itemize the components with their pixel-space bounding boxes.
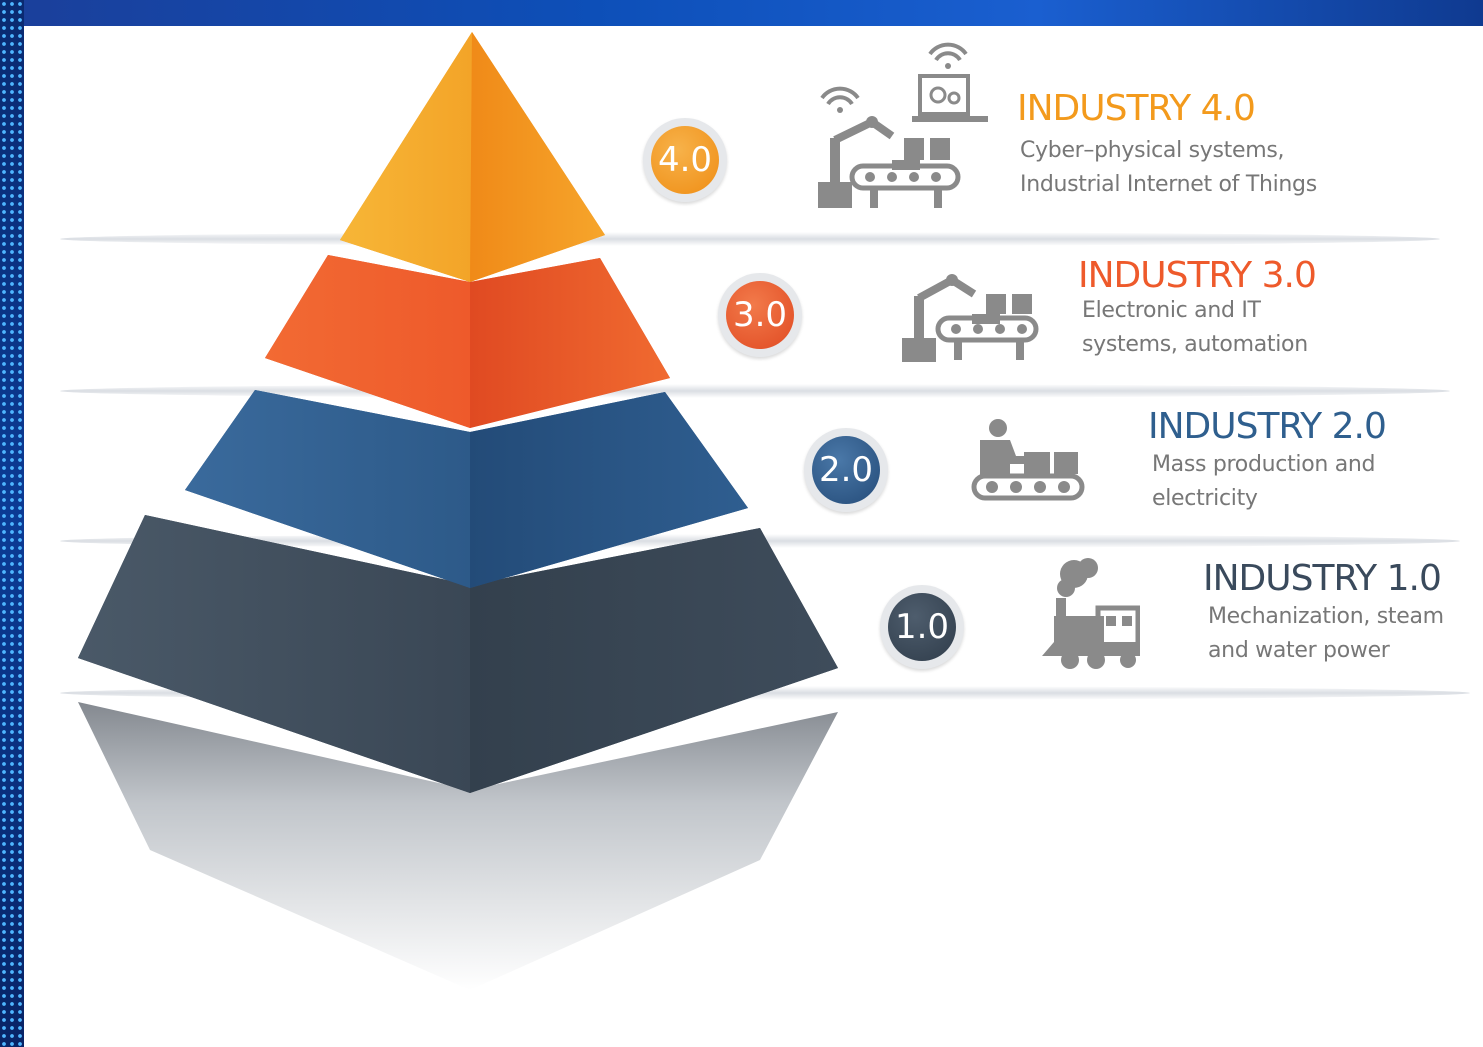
steam-locomotive-icon: [1042, 558, 1140, 669]
worker-conveyor-icon: [971, 419, 1085, 501]
robot-arm-conveyor-wifi-computer-icon: [818, 42, 988, 208]
pyramid-level-3: [265, 255, 670, 428]
industry-3-title: INDUSTRY 3.0: [1078, 255, 1317, 296]
blue-frame-left: [0, 0, 24, 1047]
pyramid-level-2: [185, 390, 748, 588]
badge-2-0: 2.0: [804, 428, 888, 512]
industry-1-line-2: and water power: [1208, 638, 1390, 663]
industry-2-line-2: electricity: [1152, 486, 1258, 511]
industry-2-title: INDUSTRY 2.0: [1148, 406, 1387, 447]
badge-2-0-label: 2.0: [812, 436, 880, 504]
badge-1-0: 1.0: [880, 585, 964, 669]
badge-3-0-label: 3.0: [726, 281, 794, 349]
pyramid-level-4: [340, 32, 605, 282]
industry-1-description: Mechanization, steam and water power: [1208, 600, 1444, 668]
robot-arm-conveyor-icon: [902, 274, 1039, 362]
industry-3-description: Electronic and IT systems, automation: [1082, 294, 1308, 362]
badge-4-0: 4.0: [643, 118, 727, 202]
badge-4-0-label: 4.0: [651, 126, 719, 194]
industry-4-line-1: Cyber–physical systems,: [1020, 138, 1285, 163]
industry-4-title: INDUSTRY 4.0: [1017, 88, 1256, 129]
industry-1-line-1: Mechanization, steam: [1208, 604, 1444, 629]
pyramid-reflection: [78, 702, 838, 990]
industry-3-line-1: Electronic and IT: [1082, 298, 1261, 323]
industry-1-title: INDUSTRY 1.0: [1203, 558, 1442, 599]
industry-2-line-1: Mass production and: [1152, 452, 1376, 477]
industry-4-line-2: Industrial Internet of Things: [1020, 172, 1317, 197]
pyramid-level-1: [78, 515, 838, 793]
badge-3-0: 3.0: [718, 273, 802, 357]
blue-frame-top: [0, 0, 1483, 26]
badge-1-0-label: 1.0: [888, 593, 956, 661]
industry-2-description: Mass production and electricity: [1152, 448, 1376, 516]
industry-3-line-2: systems, automation: [1082, 332, 1308, 357]
industry-4-description: Cyber–physical systems, Industrial Inter…: [1020, 134, 1317, 202]
